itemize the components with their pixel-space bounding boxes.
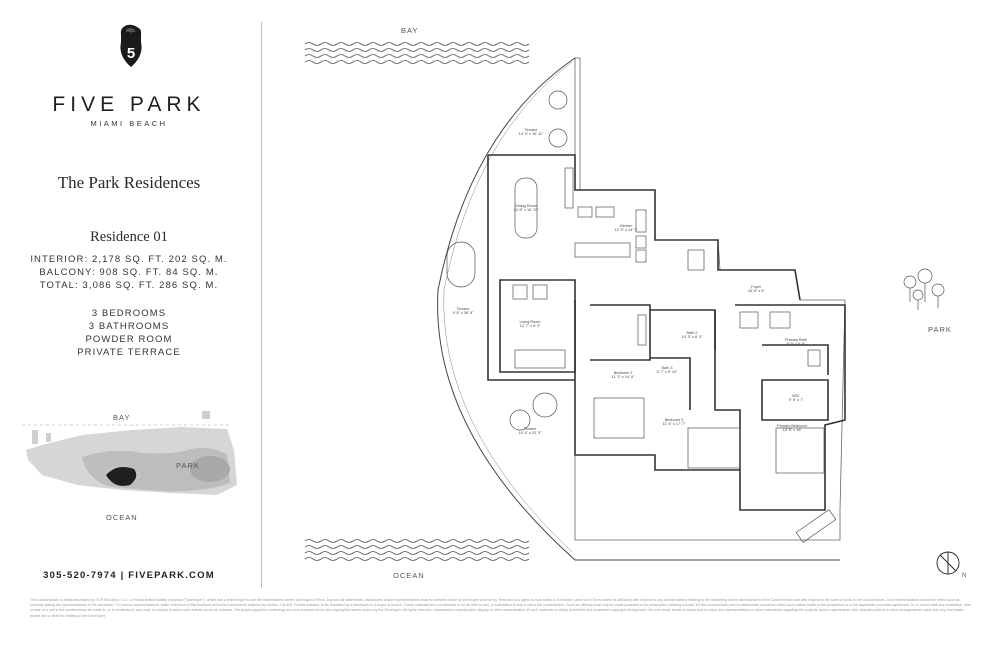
key-plan-map [22,411,237,495]
residence-name: Residence 01 [90,229,168,245]
plan-park-label: PARK [928,325,952,334]
plan-ocean-label: OCEAN [393,571,425,580]
north-label: N [962,573,968,579]
feature-private-terrace: PRIVATE TERRACE [77,347,181,358]
feature-powder-room: POWDER ROOM [85,334,173,345]
trees-icon [903,268,945,310]
collection-title: The Park Residences [57,173,201,192]
plan-bay-label: BAY [401,26,419,35]
total-area: TOTAL: 3,086 SQ. FT. 286 SQ. M. [39,280,219,291]
brand-location: MIAMI BEACH [90,119,168,128]
feature-bathrooms: 3 BATHROOMS [88,321,170,332]
svg-text:5: 5 [127,45,135,62]
keyplan-ocean-label: OCEAN [106,513,138,522]
floor-plan [304,42,960,575]
ocean-waves [304,539,530,561]
legal-disclaimer: This condominium is being developed by T… [30,598,972,618]
furniture [446,90,837,543]
contact-info: 305-520-7974 | FIVEPARK.COM [43,570,215,581]
bay-waves [304,42,530,64]
interior-area: INTERIOR: 2,178 SQ. FT. 202 SQ. M. [30,254,228,265]
sidebar-divider [261,22,262,588]
elephant-logo-icon: 5 [117,24,145,73]
building-edge-curve [437,57,840,561]
info-sidebar: 5 FIVE PARK MIAMI BEACH The Park Residen… [0,0,262,600]
keyplan-bay-label: BAY [113,413,131,422]
feature-bedrooms: 3 BEDROOMS [91,308,167,319]
brand-name: FIVE PARK [52,93,206,116]
north-arrow-icon [936,551,960,575]
keyplan-park-label: PARK [176,461,200,470]
balcony-area: BALCONY: 908 SQ. FT. 84 SQ. M. [39,267,219,278]
